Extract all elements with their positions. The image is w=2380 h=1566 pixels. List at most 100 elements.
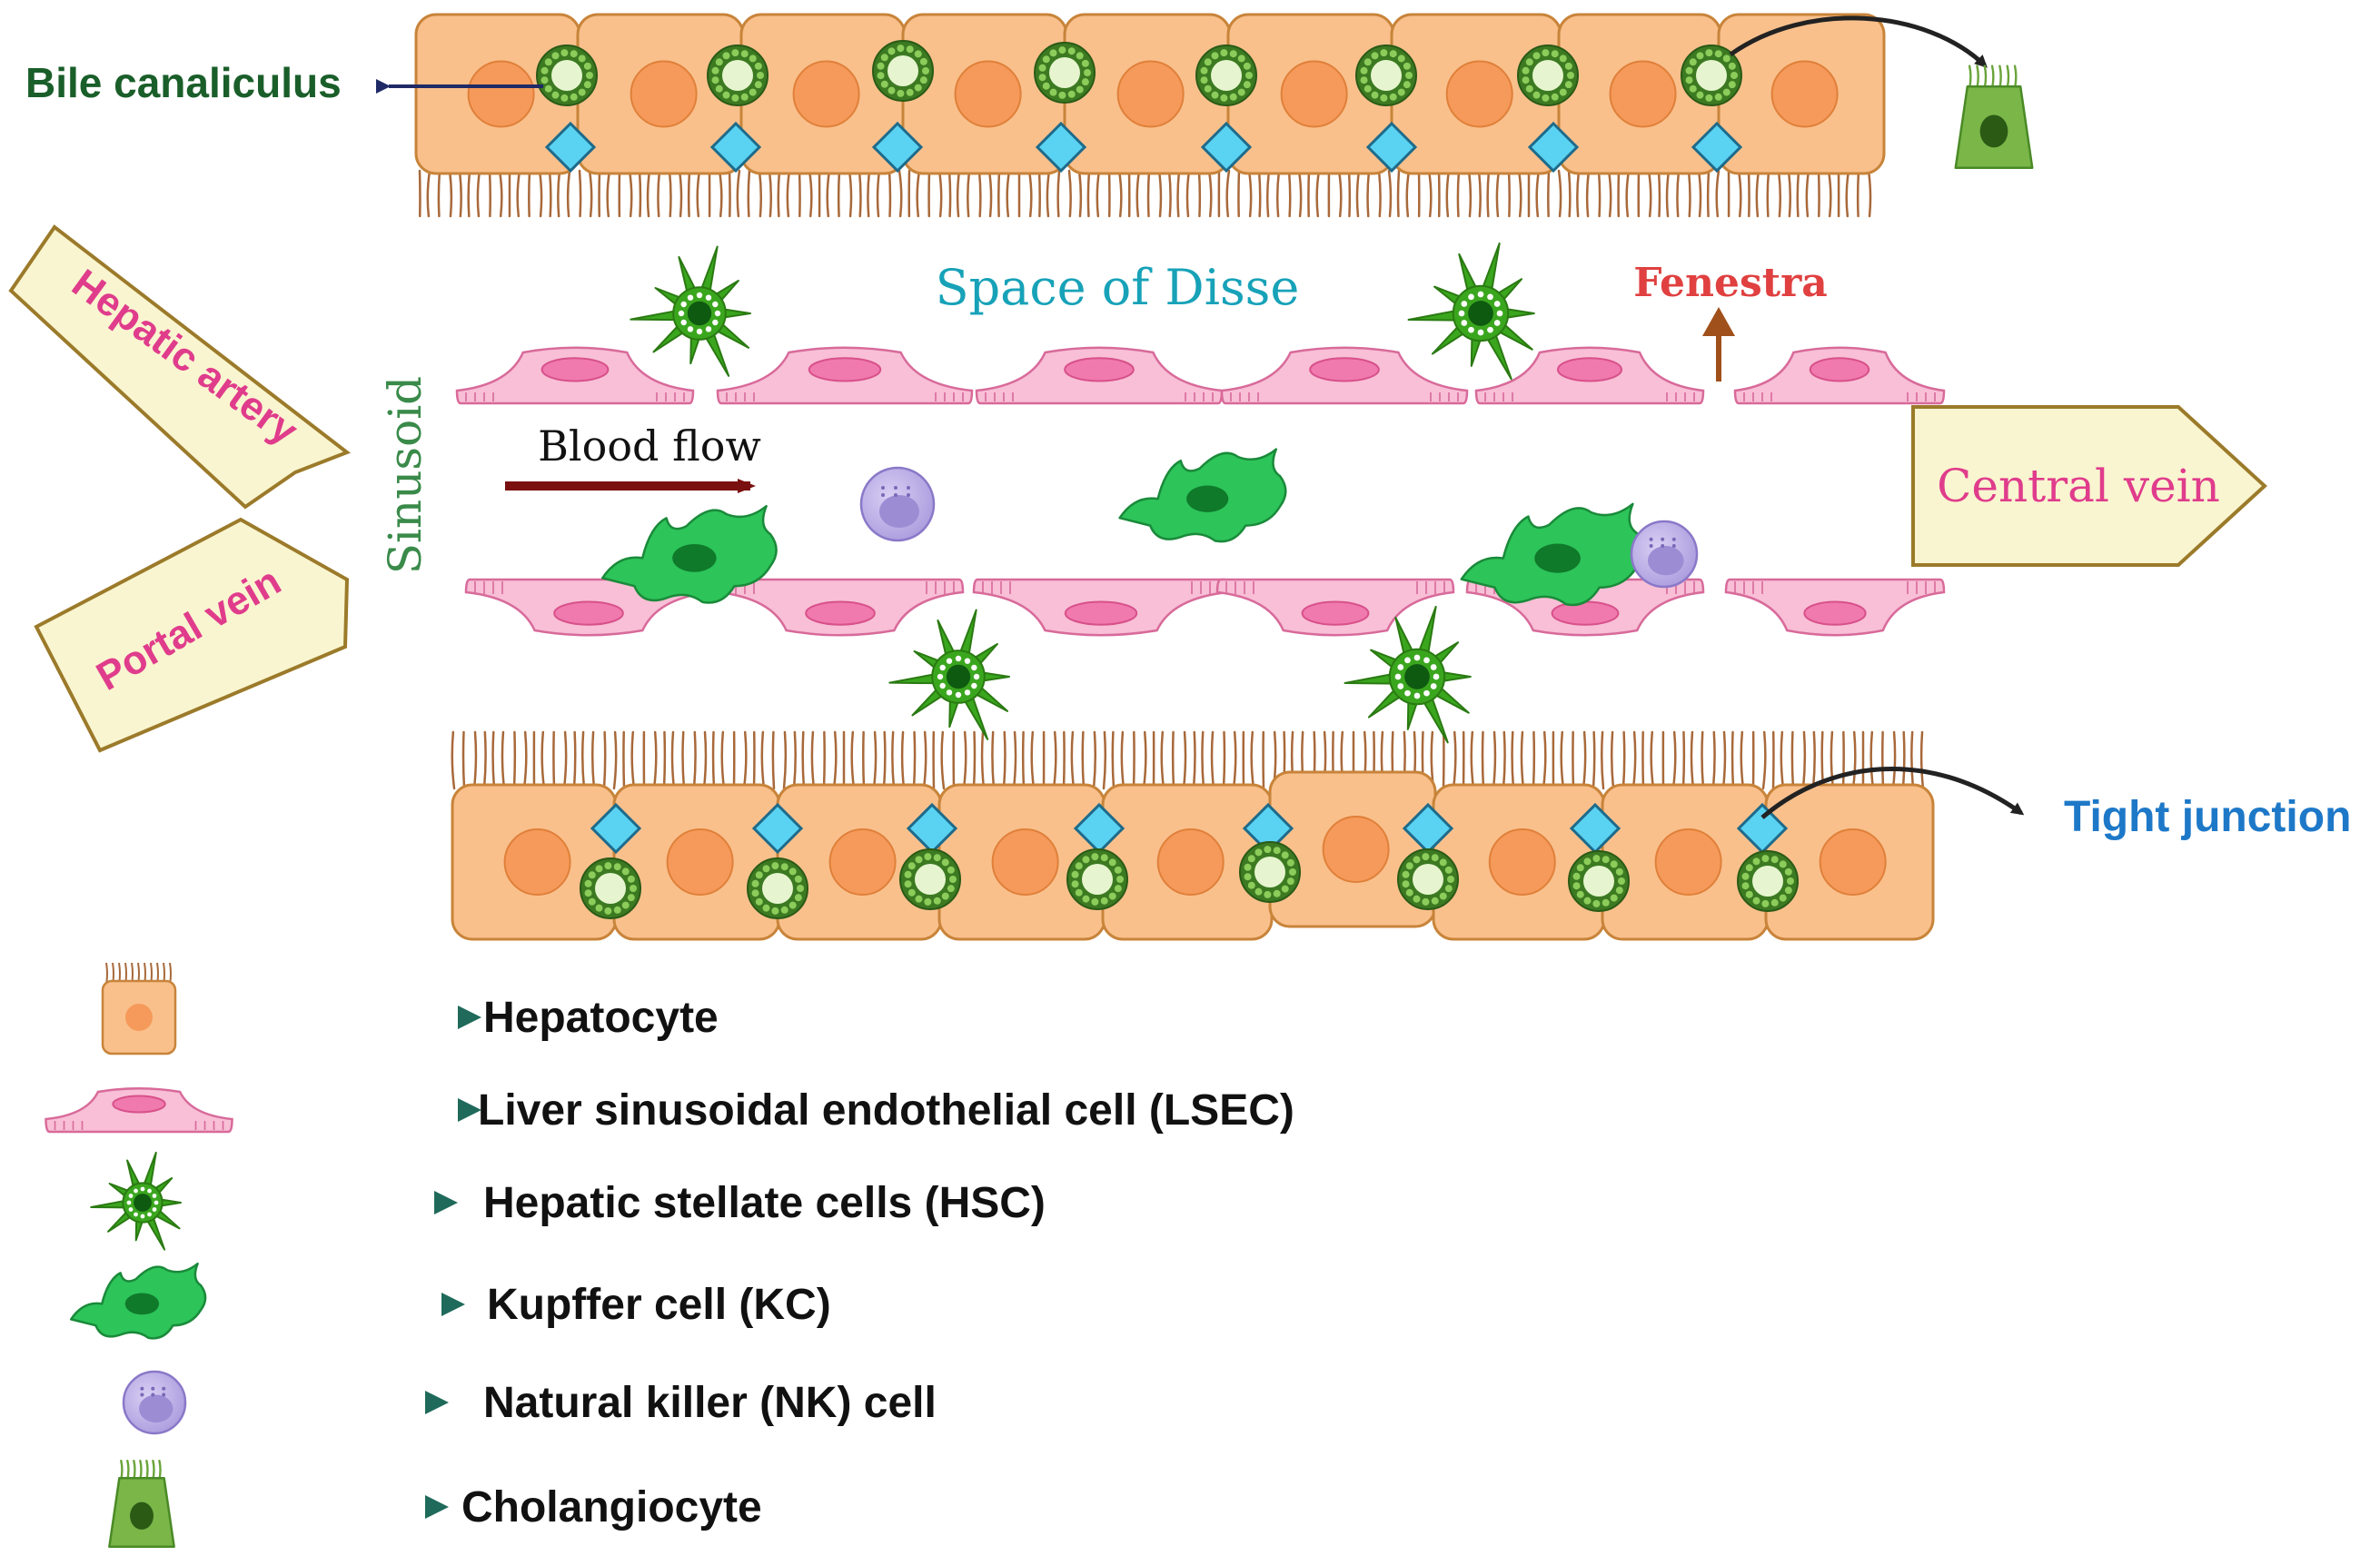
bile-canaliculus bbox=[1066, 848, 1128, 910]
tight-junction bbox=[1527, 121, 1580, 173]
hepatocyte-bottom-5 bbox=[1101, 783, 1274, 941]
microvilli-bottom bbox=[451, 730, 1925, 790]
cholangiocyte-icon bbox=[108, 1459, 175, 1549]
stellate-cell-4 bbox=[1344, 605, 1472, 744]
nk-cell-1 bbox=[859, 466, 936, 542]
hepatocyte-row-bottom bbox=[451, 770, 1935, 941]
legend-nk-shape bbox=[122, 1370, 187, 1435]
cholangiocyte-callout bbox=[1729, 15, 2034, 170]
lsec-top-1 bbox=[455, 346, 695, 405]
hepatocyte-top-8 bbox=[1557, 13, 1722, 175]
tight-junction bbox=[1691, 121, 1743, 173]
bile-canaliculus bbox=[1034, 42, 1096, 104]
fenestra-label: Fenestra bbox=[1633, 260, 1828, 306]
lsec-top-3 bbox=[975, 346, 1224, 405]
tight-junctions bbox=[544, 121, 1789, 855]
legend-item-3: Hepatic stellate cells (HSC) bbox=[90, 1151, 1046, 1251]
bile-canaliculus bbox=[580, 857, 641, 919]
stellate-cell-3 bbox=[888, 609, 1010, 740]
bile-canaliculus bbox=[1355, 45, 1417, 106]
lsec-top-4 bbox=[1220, 346, 1469, 405]
bile-canaliculus-callout: Bile canaliculus bbox=[25, 59, 543, 106]
bile-canaliculus bbox=[707, 45, 769, 106]
tight-junction bbox=[544, 121, 597, 173]
tight-junction bbox=[871, 121, 924, 173]
tight-junction bbox=[751, 802, 804, 855]
central-vein-label: Central vein bbox=[1937, 460, 2220, 512]
bile-canaliculus bbox=[1397, 848, 1459, 910]
legend-label: Hepatocyte bbox=[483, 994, 719, 1042]
tight-junction bbox=[590, 802, 642, 855]
kupffer-cell-3 bbox=[1460, 502, 1645, 607]
lsec-top-2 bbox=[716, 346, 974, 405]
bile-canaliculus bbox=[1737, 850, 1799, 912]
nk-cell-2 bbox=[1630, 520, 1699, 589]
legend-label: Liver sinusoidal endothelial cell (LSEC) bbox=[478, 1086, 1294, 1135]
kupffer-cell-2 bbox=[600, 504, 778, 604]
tight-junction bbox=[1035, 121, 1087, 173]
bile-canaliculus bbox=[1568, 850, 1630, 912]
hepatocyte-top-1 bbox=[414, 13, 581, 175]
lsec-bottom-4 bbox=[1215, 578, 1455, 637]
fenestra-indicator: Fenestra bbox=[1633, 260, 1828, 382]
legend-item-6: Cholangiocyte bbox=[108, 1459, 762, 1549]
nk-cell-icon bbox=[122, 1370, 187, 1435]
stellate-cell-1 bbox=[630, 245, 751, 377]
bile-canaliculus bbox=[1681, 45, 1742, 106]
blood-flow-indicator: Blood flow bbox=[505, 421, 761, 493]
hepatocyte-bottom-8 bbox=[1601, 783, 1770, 941]
legend-item-5: Natural killer (NK) cell bbox=[122, 1370, 937, 1435]
legend-label: Natural killer (NK) cell bbox=[483, 1379, 937, 1427]
bile-canaliculus bbox=[747, 857, 808, 919]
sinusoid-label: Sinusoid bbox=[379, 376, 431, 574]
tight-junction-callout: Tight junction bbox=[1760, 767, 2351, 841]
tight-junction bbox=[1200, 121, 1253, 173]
bile-canaliculus bbox=[899, 848, 961, 910]
hepatocyte-top-4 bbox=[901, 13, 1068, 175]
tight-junction bbox=[709, 121, 762, 173]
legend-label: Hepatic stellate cells (HSC) bbox=[483, 1179, 1046, 1227]
tight-junction-arrow bbox=[1760, 767, 2025, 819]
tight-junction bbox=[1365, 121, 1418, 173]
stellate-cell-2 bbox=[1407, 242, 1535, 381]
lsec-top-5 bbox=[1474, 346, 1705, 405]
blood-flow-label: Blood flow bbox=[538, 421, 761, 471]
lsec-bottom-2 bbox=[716, 578, 965, 637]
hepatocyte-row-top bbox=[414, 13, 1886, 175]
legend-kupffer-shape bbox=[69, 1262, 207, 1340]
bile-canaliculus bbox=[1239, 841, 1301, 903]
hepatic-artery-vessel: Hepatic artery bbox=[8, 224, 352, 510]
stellate-cells bbox=[630, 242, 1535, 744]
portal-vein-vessel: Portal vein bbox=[34, 517, 350, 753]
bile-canaliculus bbox=[536, 45, 598, 106]
lsec-bottom-6 bbox=[1724, 578, 1946, 637]
legend-label: Cholangiocyte bbox=[461, 1483, 762, 1531]
lsec-top-6 bbox=[1733, 346, 1946, 405]
lsec-icon bbox=[45, 1087, 233, 1134]
legend-stellate-shape bbox=[90, 1151, 182, 1251]
hepatocyte-bottom-2 bbox=[612, 783, 781, 941]
hepatocyte-icon bbox=[101, 962, 177, 1056]
kupffer-cells bbox=[600, 448, 1645, 607]
hepatocyte-bottom-3 bbox=[776, 783, 943, 941]
hepatocyte-bottom-7 bbox=[1432, 783, 1606, 941]
nk-cells bbox=[859, 466, 1699, 589]
hepatocyte-bottom-1 bbox=[451, 783, 618, 941]
bile-canaliculi bbox=[536, 40, 1799, 919]
legend-item-1: Hepatocyte bbox=[101, 962, 719, 1056]
cholangiocyte bbox=[1954, 64, 2034, 170]
lsec-bottom-3 bbox=[972, 578, 1230, 637]
stellate-cell-icon bbox=[90, 1151, 182, 1251]
hepatocyte-top-2 bbox=[576, 13, 745, 175]
hepatocyte-top-6 bbox=[1226, 13, 1395, 175]
central-vein-vessel: Central vein bbox=[1911, 405, 2267, 567]
bile-canaliculus bbox=[1517, 45, 1579, 106]
kupffer-cell-1 bbox=[1118, 448, 1287, 543]
legend-item-2: Liver sinusoidal endothelial cell (LSEC) bbox=[45, 1086, 1294, 1135]
kupffer-cell-icon bbox=[69, 1262, 207, 1340]
legend-lsec-shape bbox=[45, 1087, 233, 1134]
legend-label: Kupffer cell (KC) bbox=[487, 1281, 831, 1329]
tight-junction-label: Tight junction bbox=[2064, 793, 2351, 841]
